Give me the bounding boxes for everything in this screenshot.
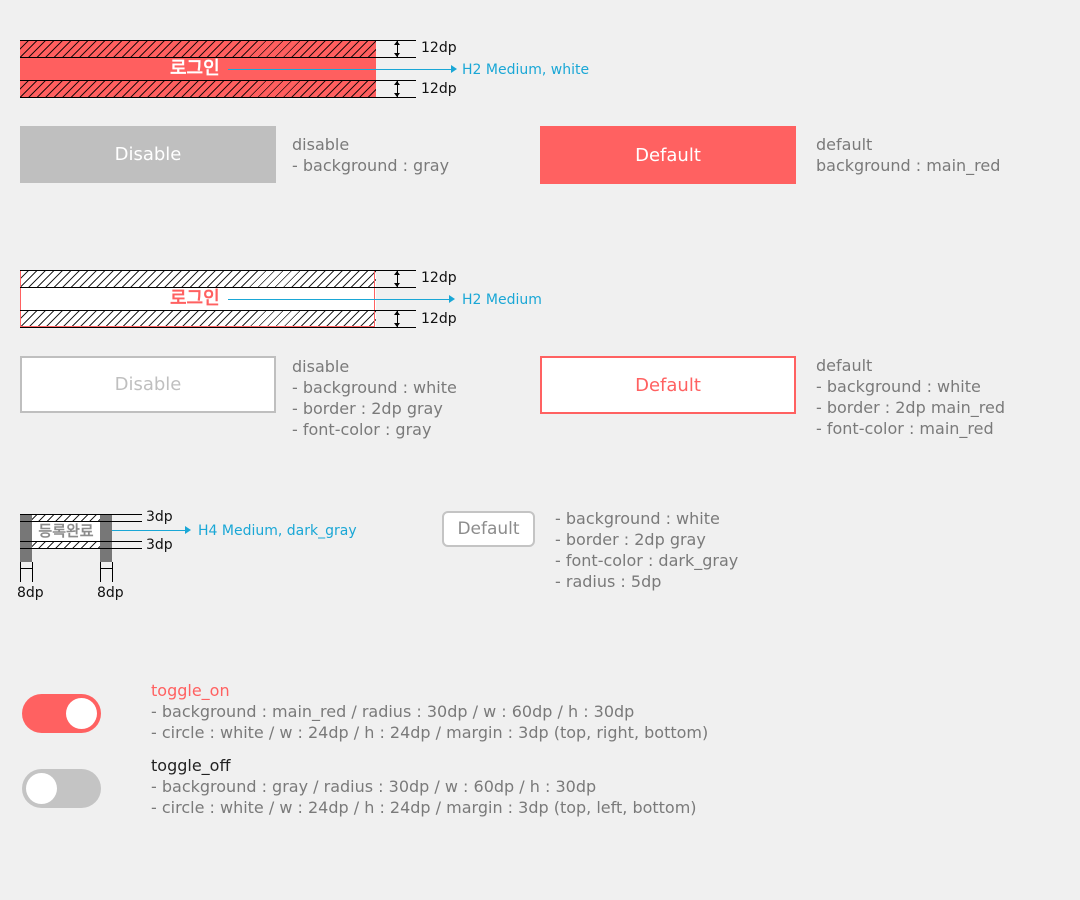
guide-line (20, 40, 416, 41)
padding-top-area (20, 40, 376, 57)
arrow-right-icon (185, 526, 191, 534)
callout-line (112, 530, 186, 531)
label-area (20, 521, 112, 541)
small-default-button[interactable]: Default (442, 511, 535, 547)
toggle-off-switch[interactable] (22, 769, 101, 808)
arrow-down-icon (394, 323, 400, 327)
dimension-line (397, 271, 398, 287)
arrow-right-icon (449, 295, 455, 303)
outline-disable-button[interactable]: Disable (20, 356, 276, 413)
padding-right-area (100, 514, 112, 562)
dimension-line (397, 81, 398, 97)
dim-top-label: 3dp (146, 509, 173, 525)
guide-line (20, 327, 416, 328)
callout-line (228, 69, 452, 70)
guide-line (20, 80, 416, 81)
default-button[interactable]: Default (540, 126, 796, 184)
button-label: Disable (114, 144, 182, 165)
dim-left-label: 8dp (17, 585, 44, 601)
arrow-down-icon (394, 53, 400, 57)
guide-line (20, 57, 416, 58)
arrow-up-icon (394, 271, 400, 275)
toggle-on-switch[interactable] (22, 694, 101, 733)
guide-line (20, 562, 21, 582)
padding-bottom-area (20, 310, 376, 327)
spec-label: 로그인 (170, 58, 220, 79)
outline-default-description: default - background : white - border : … (816, 356, 1006, 438)
guide-line (20, 287, 416, 288)
arrow-up-icon (394, 81, 400, 85)
padding-bottom-area (20, 80, 376, 97)
guide-line (20, 548, 142, 549)
dimension-line (101, 568, 112, 569)
disable-description: disable - background : gray (292, 135, 450, 175)
dim-right-label: 8dp (97, 585, 124, 601)
outline-disable-description: disable - background : white - border : … (292, 357, 457, 439)
toggle-off-title: toggle_off (151, 756, 231, 775)
default-description: default background : main_red (816, 135, 1001, 175)
callout-text: H2 Medium (462, 292, 542, 308)
guide-line (20, 270, 416, 271)
padding-top-area (20, 270, 376, 287)
outline-default-button[interactable]: Default (540, 356, 796, 414)
arrow-down-icon (394, 283, 400, 287)
button-label: Default (635, 374, 701, 396)
guide-line (20, 521, 142, 522)
arrow-right-icon (451, 65, 457, 73)
small-default-description: - background : white - border : 2dp gray… (555, 509, 739, 591)
button-label: Default (635, 144, 701, 166)
dim-top-label: 12dp (421, 270, 457, 286)
guide-line (20, 541, 142, 542)
guide-line (100, 562, 101, 582)
dim-bottom-label: 3dp (146, 537, 173, 553)
disable-button[interactable]: Disable (20, 126, 276, 183)
label-area (20, 57, 376, 80)
spec-label: 로그인 (170, 288, 220, 309)
spec-label: 등록완료 (38, 522, 94, 540)
dim-bottom-label: 12dp (421, 311, 457, 327)
guide-line (20, 97, 416, 98)
padding-left-area (20, 514, 32, 562)
toggle-knob (26, 773, 57, 804)
dimension-line (397, 311, 398, 327)
dim-top-label: 12dp (421, 40, 457, 56)
padding-top-area (20, 514, 112, 521)
arrow-down-icon (394, 93, 400, 97)
guide-line (20, 310, 416, 311)
guide-line (32, 562, 33, 582)
label-area (20, 287, 376, 310)
dimension-line (397, 41, 398, 57)
arrow-up-icon (394, 41, 400, 45)
padding-bottom-area (20, 541, 112, 548)
callout-line (228, 299, 450, 300)
arrow-up-icon (394, 311, 400, 315)
toggle-on-description: toggle_on - background : main_red / radi… (151, 681, 709, 742)
callout-text: H2 Medium, white (462, 62, 590, 78)
toggle-knob (66, 698, 97, 729)
toggle-off-description: toggle_off - background : gray / radius … (151, 756, 697, 817)
dimension-line (21, 568, 32, 569)
guide-line (112, 562, 113, 582)
button-label: Default (457, 519, 520, 539)
callout-text: H4 Medium, dark_gray (198, 523, 357, 539)
button-label: Disable (114, 374, 182, 395)
toggle-on-title: toggle_on (151, 681, 230, 700)
dim-bottom-label: 12dp (421, 81, 457, 97)
guide-line (20, 514, 142, 515)
